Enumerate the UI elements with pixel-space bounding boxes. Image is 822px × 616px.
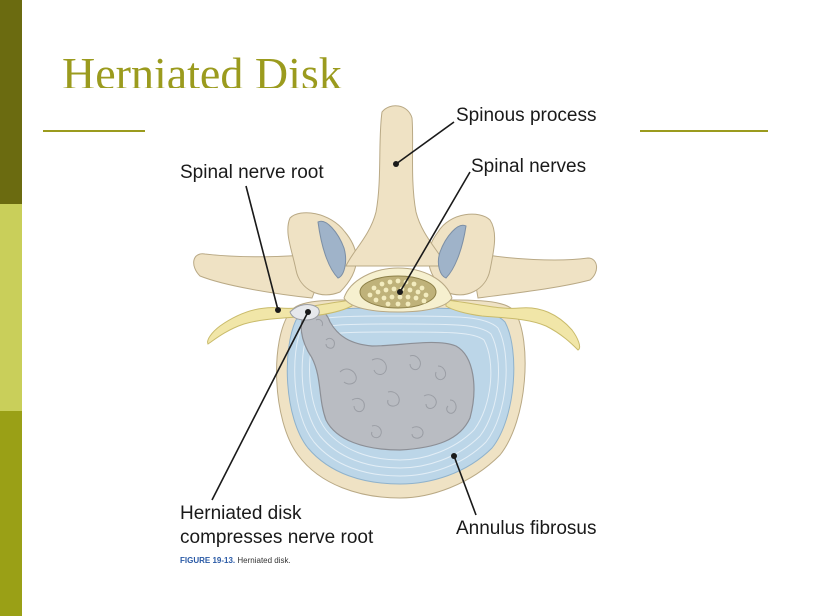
- label-herniated-line2: compresses nerve root: [180, 527, 374, 548]
- label-annulus-fibrosus: Annulus fibrosus: [456, 518, 597, 539]
- nucleus-pulposus: [300, 307, 475, 451]
- leader-annulus-dot: [451, 453, 457, 459]
- compressed-nerve-root: [289, 304, 320, 321]
- figure-number: FIGURE 19-13.: [180, 556, 236, 565]
- sidebar-segment-top: [0, 0, 22, 204]
- sidebar-segment-middle: [0, 204, 22, 411]
- title-rule-right: [640, 130, 768, 132]
- figure-caption-text: Herniated disk.: [237, 556, 291, 565]
- slide-sidebar: [0, 0, 22, 616]
- sidebar-segment-bottom: [0, 411, 22, 616]
- leader-lines: [211, 121, 477, 516]
- spinous-process: [345, 105, 447, 267]
- label-herniated-line1: Herniated disk: [180, 503, 302, 524]
- nucleus-texture: [315, 319, 457, 439]
- right-facet: [437, 224, 467, 279]
- label-spinal-nerves: Spinal nerves: [471, 156, 587, 177]
- leader-herniated: [211, 311, 309, 501]
- label-spinal-nerve-root: Spinal nerve root: [180, 162, 324, 183]
- vertebral-arch: [193, 105, 597, 299]
- slide-title: Herniated Disk: [62, 48, 342, 88]
- annulus-rings: [294, 315, 507, 477]
- nerve-bundle-dots: [367, 278, 429, 307]
- leader-nerves-dot: [397, 289, 403, 295]
- leader-annulus: [453, 455, 477, 516]
- leader-nerves: [399, 171, 471, 293]
- right-transverse-process: [469, 251, 597, 299]
- label-spinous-process: Spinous process: [456, 105, 597, 126]
- leader-root-dot: [275, 307, 281, 313]
- leader-herniated-dot: [305, 309, 311, 315]
- leader-root: [245, 185, 279, 311]
- right-spinal-nerve: [445, 299, 581, 351]
- figure-caption: FIGURE 19-13. Herniated disk.: [180, 556, 291, 565]
- leader-spinous-dot: [393, 161, 399, 167]
- leader-spinous: [395, 121, 455, 165]
- title-rule-left: [43, 130, 145, 132]
- left-facet: [317, 220, 347, 279]
